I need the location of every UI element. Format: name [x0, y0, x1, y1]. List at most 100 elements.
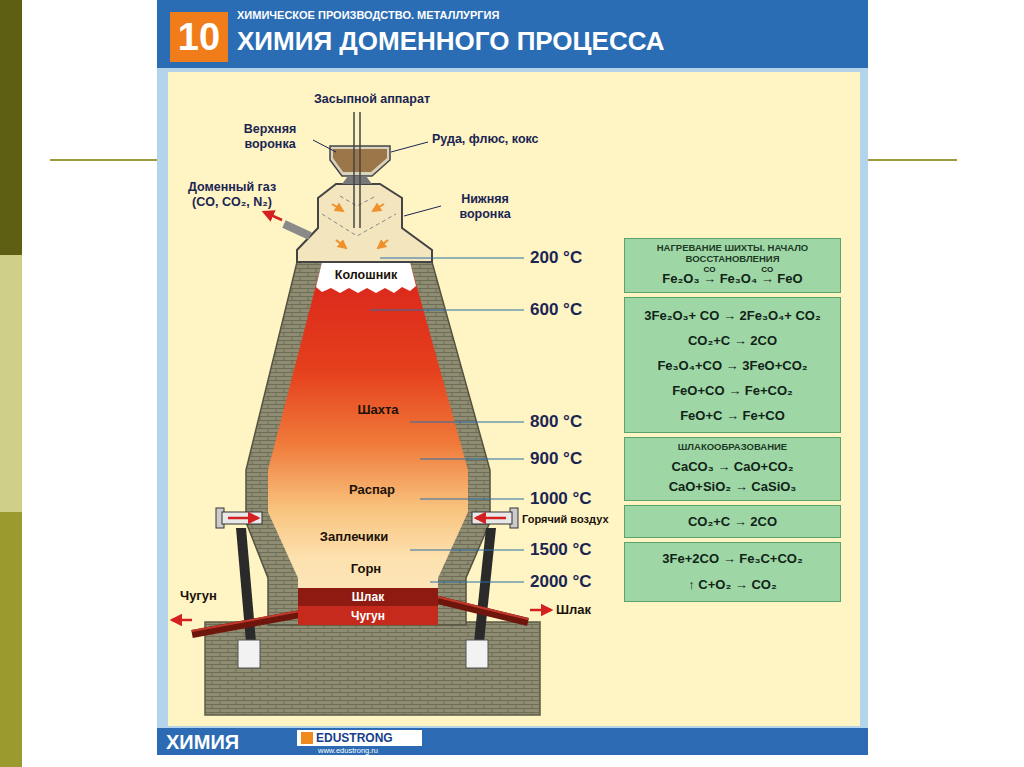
reagent-over-arrow: CO [761, 265, 773, 274]
side-stripe [0, 255, 22, 512]
node-text: Fe₃O₄+CO → 3FeO+CO₂ [657, 353, 807, 378]
zone-band: Колошник [322, 264, 410, 286]
node-text: Чугун [351, 608, 385, 624]
slide-background [0, 0, 957, 767]
logo-plate [297, 730, 422, 746]
zone-label: Заплечики [320, 529, 388, 545]
temperature-label: 1000 °C [530, 489, 592, 509]
reaction-box: ШЛАКООБРАЗОВАНИЕ CaCO₃ → CaO+CO₂CaO+SiO₂ … [624, 437, 841, 501]
node-text: Колошник [335, 267, 397, 283]
lower-hopper [297, 184, 432, 262]
side-stripe [0, 512, 22, 767]
publisher-logo: EDUSTRONG [316, 731, 393, 745]
node-text: CO₂+C → 2CO [688, 328, 777, 353]
zone-label: Распар [349, 482, 395, 498]
furnace-wall [246, 262, 490, 625]
bell-outline [322, 214, 396, 236]
zone-label: Горн [351, 561, 381, 577]
footer-band [157, 728, 868, 755]
reaction-box: НАГРЕВАНИЕ ШИХТЫ. НАЧАЛО ВОССТАНОВЛЕНИЯ F… [624, 238, 841, 293]
node-text: ↑ C+O₂ → CO₂ [688, 572, 776, 598]
temperature-label: 600 °C [530, 300, 582, 320]
gas-arrow [264, 212, 282, 220]
charge-arrow [373, 204, 384, 211]
small-bell [342, 176, 372, 184]
hot-air-arrow [228, 517, 258, 520]
publisher-url: www.edustrong.ru [318, 746, 378, 755]
poster [157, 0, 868, 755]
temperature-label: 1500 °C [530, 540, 592, 560]
tuyere-pipe [472, 512, 512, 524]
slag-runner [438, 600, 528, 622]
part-label: Доменный газ (CO, CO₂, N₂) [177, 180, 287, 210]
temperature-line [380, 257, 524, 258]
section-heading: НАГРЕВАНИЕ ШИХТЫ. НАЧАЛО ВОССТАНОВЛЕНИЯ [653, 242, 813, 264]
temperature-label: 200 °C [530, 248, 582, 268]
header-band [157, 0, 868, 68]
reaction-box: 3Fe+2CO → Fe₃C+CO₂↑ C+O₂ → CO₂ [624, 542, 841, 602]
iron-layer: Чугун [298, 606, 438, 625]
temperature-label: 800 °C [530, 412, 582, 432]
furnace-interior [268, 262, 468, 625]
node-text: FeO+C → Fe+CO [680, 403, 785, 428]
reaction-box: CO₂+C → 2CO [624, 505, 841, 538]
poster-ground [157, 0, 868, 755]
charge-arrow [336, 240, 346, 248]
zone-label: Шахта [357, 402, 398, 418]
section-heading: ШЛАКООБРАЗОВАНИЕ [678, 441, 787, 452]
temperature-line [420, 498, 524, 499]
poster-subtitle: ХИМИЧЕСКОЕ ПРОИЗВОДСТВО. МЕТАЛЛУРГИЯ [237, 9, 499, 22]
part-label: Засыпной аппарат [314, 92, 430, 107]
number-badge: 10 [170, 12, 228, 62]
bell-outline [340, 196, 376, 206]
slag-layer: Шлак [298, 588, 438, 606]
output-label: Чугун [180, 588, 217, 604]
leader-line [313, 140, 336, 152]
temperature-line [420, 458, 524, 459]
bell-rod [359, 112, 361, 228]
slag-runner-edge [438, 597, 528, 619]
part-label: Нижняя воронка [445, 192, 525, 222]
iron-out-arrow [172, 619, 192, 622]
temperature-label: 900 °C [530, 449, 582, 469]
tuyere-pipe [222, 512, 262, 524]
part-label: Руда, флюс, кокс [432, 132, 539, 147]
output-label: Шлак [556, 602, 591, 618]
temperature-label: 2000 °C [530, 572, 592, 592]
node-text: CaCO₃ → CaO+CO₂ [672, 457, 794, 477]
reagent-over-arrow: CO [704, 265, 716, 274]
node-text: CaO+SiO₂ → CaSiO₃ [669, 477, 797, 497]
bell-rod [353, 112, 355, 228]
node-text: 3Fe₂O₃+ CO → 2Fe₃O₄+ CO₂ [644, 303, 820, 328]
node-text: Шлак [352, 589, 384, 605]
charge-arrow [378, 240, 388, 248]
iron-runner-edge [192, 611, 300, 631]
poster-field [168, 72, 860, 726]
throat-charge [316, 262, 416, 293]
footer-brand: ХИМИЯ [166, 730, 239, 754]
iron-runner [192, 614, 300, 634]
temperature-line [410, 549, 524, 550]
leader-line [391, 142, 428, 152]
furnace [172, 262, 551, 715]
support-column [474, 528, 496, 642]
node-text: CO₂+C → 2CO [688, 511, 777, 533]
temperature-line [430, 581, 524, 582]
part-label: Горячий воздух [522, 513, 609, 526]
node-text: 10 [178, 14, 220, 60]
gas-pipe [284, 224, 310, 236]
leader-lines [313, 140, 441, 216]
poster-title: ХИМИЯ ДОМЕННОГО ПРОЦЕССА [237, 26, 665, 56]
temperature-line [370, 309, 524, 310]
node-text: Fe₂O₃ → Fe₃O₄ → FeO [662, 269, 802, 289]
part-label: Верхняя воронка [230, 122, 310, 152]
support-leg [466, 640, 488, 668]
logo-mark [301, 732, 313, 744]
node-text: FeO+CO → Fe+CO₂ [672, 378, 793, 403]
support-leg [238, 640, 260, 668]
